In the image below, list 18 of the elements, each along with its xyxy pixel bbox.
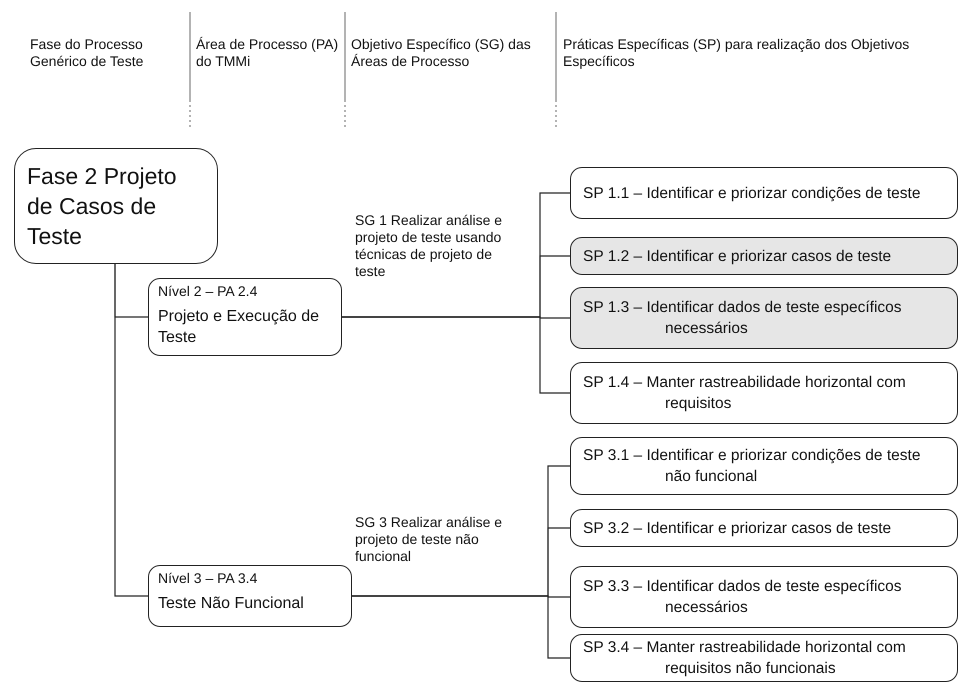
practice-box: SP 1.3 – Identificar dados de teste específicos necessários — [570, 287, 958, 349]
connector-line — [114, 264, 148, 597]
practice-box: SP 1.2 – Identificar e priorizar casos de teste — [570, 237, 958, 275]
practice-box: SP 1.4 – Manter rastreabilidade horizontal com requisitos — [570, 362, 958, 424]
process-area-box: Nível 2 – PA 2.4 Projeto e Execução de Teste — [148, 278, 342, 356]
column-header: Fase do Processo Genérico de Teste — [30, 36, 144, 70]
column-header: Área de Processo (PA) do TMMi — [196, 36, 340, 70]
phase-box: Fase 2 Projeto de Casos de Teste — [14, 148, 218, 264]
practice-box: SP 3.4 – Manter rastreabilidade horizontal com requisitos não funcionais — [570, 634, 958, 682]
column-header: Objetivo Específico (SG) das Áreas de Processo — [351, 36, 532, 70]
column-header: Práticas Específicas (SP) para realização dos Objetivos Específicos — [563, 36, 910, 70]
practice-box: SP 1.1 – Identificar e priorizar condições de teste — [570, 167, 958, 219]
connector-line — [352, 595, 570, 659]
practice-box: SP 3.1 – Identificar e priorizar condições de teste não funcional — [570, 437, 958, 495]
connector-line — [342, 316, 570, 394]
practice-box: SP 3.3 – Identificar dados de teste específicos necessários — [570, 566, 958, 628]
practice-box: SP 3.2 – Identificar e priorizar casos de teste — [570, 509, 958, 547]
process-area-box: Nível 3 – PA 3.4 Teste Não Funcional — [148, 565, 352, 627]
